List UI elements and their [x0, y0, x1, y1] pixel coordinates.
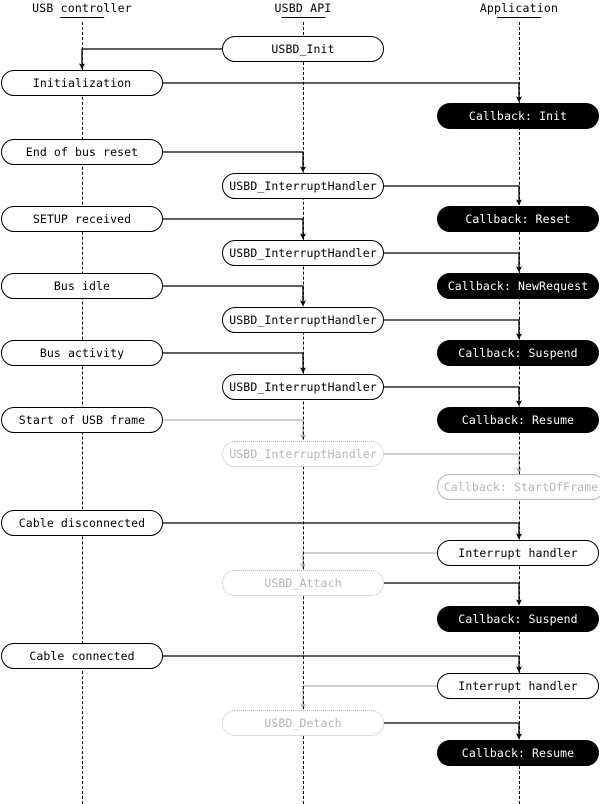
edge-e-busreset-to-isr1: [163, 151, 307, 173]
node-callback-suspend-1[interactable]: Callback: Suspend: [437, 340, 599, 366]
node-isr-2[interactable]: USBD_InterruptHandler: [222, 240, 384, 266]
edge-e-busactivity-to-isr4: [163, 352, 307, 374]
column-header-application: Application: [480, 1, 558, 18]
edge-e-setup-to-isr2: [163, 218, 307, 240]
edge-e-sof-to-isr5: [163, 419, 307, 441]
edge-e-connect-to-ih2: [163, 655, 523, 673]
column-header-label: USBD API: [274, 1, 332, 15]
column-header-label: USB controller: [32, 1, 132, 15]
node-isr-1[interactable]: USBD_InterruptHandler: [222, 173, 384, 199]
edge-e-detach-to-cbresume2: [384, 722, 523, 740]
edge-e-initialization-to-cbinit: [163, 82, 523, 103]
column-header-rule: [59, 17, 104, 18]
node-isr-4[interactable]: USBD_InterruptHandler: [222, 374, 384, 400]
node-cable-disconnected[interactable]: Cable disconnected: [1, 510, 163, 536]
column-header-label: Application: [479, 1, 559, 15]
edge-e-isr5-to-cbsof: [384, 453, 523, 474]
edge-e-busidle-to-isr3: [163, 285, 307, 307]
edge-e-ih2-to-detach: [299, 685, 437, 710]
edge-e-isr1-to-cbreset: [384, 185, 523, 206]
node-callback-startofframe[interactable]: Callback: StartOfFrame: [437, 474, 600, 500]
column-header-rule: [497, 17, 541, 18]
edge-e-init-to-initialization: [78, 48, 222, 70]
node-isr-3[interactable]: USBD_InterruptHandler: [222, 307, 384, 333]
column-header-usb-controller: USB controller: [32, 1, 132, 18]
node-start-of-usb-frame[interactable]: Start of USB frame: [1, 407, 163, 433]
edge-e-attach-to-cbsuspend2: [384, 582, 523, 606]
column-header-usbd-api: USBD API: [275, 1, 332, 18]
node-usbd-detach-ghost[interactable]: USBD_Detach: [222, 710, 384, 736]
node-isr-5-ghost[interactable]: USBD_InterruptHandler: [222, 441, 384, 467]
node-callback-resume-2[interactable]: Callback: Resume: [437, 740, 599, 766]
node-callback-resume-1[interactable]: Callback: Resume: [437, 407, 599, 433]
node-usbd-attach-ghost[interactable]: USBD_Attach: [222, 570, 384, 596]
lifeline-usbd-api: [303, 22, 304, 804]
node-callback-newrequest[interactable]: Callback: NewRequest: [437, 273, 599, 299]
node-initialization[interactable]: Initialization: [1, 70, 163, 96]
node-cable-connected[interactable]: Cable connected: [1, 643, 163, 669]
edge-e-ih1-to-attach: [299, 552, 437, 570]
node-callback-suspend-2[interactable]: Callback: Suspend: [437, 606, 599, 632]
edge-e-isr3-to-cbsuspend: [384, 319, 523, 340]
column-header-rule: [281, 17, 325, 18]
node-bus-idle[interactable]: Bus idle: [1, 273, 163, 299]
edge-e-isr4-to-cbresume: [384, 386, 523, 407]
node-end-of-bus-reset[interactable]: End of bus reset: [1, 139, 163, 165]
edge-e-disconnect-to-ih1: [163, 522, 523, 540]
edge-e-isr2-to-cbnewreq: [384, 252, 523, 273]
node-bus-activity[interactable]: Bus activity: [1, 340, 163, 366]
node-interrupt-handler-1[interactable]: Interrupt handler: [437, 540, 599, 566]
node-interrupt-handler-2[interactable]: Interrupt handler: [437, 673, 599, 699]
node-setup-received[interactable]: SETUP received: [1, 206, 163, 232]
node-callback-init[interactable]: Callback: Init: [437, 103, 599, 129]
node-callback-reset[interactable]: Callback: Reset: [437, 206, 599, 232]
node-usbd-init[interactable]: USBD_Init: [222, 36, 384, 62]
